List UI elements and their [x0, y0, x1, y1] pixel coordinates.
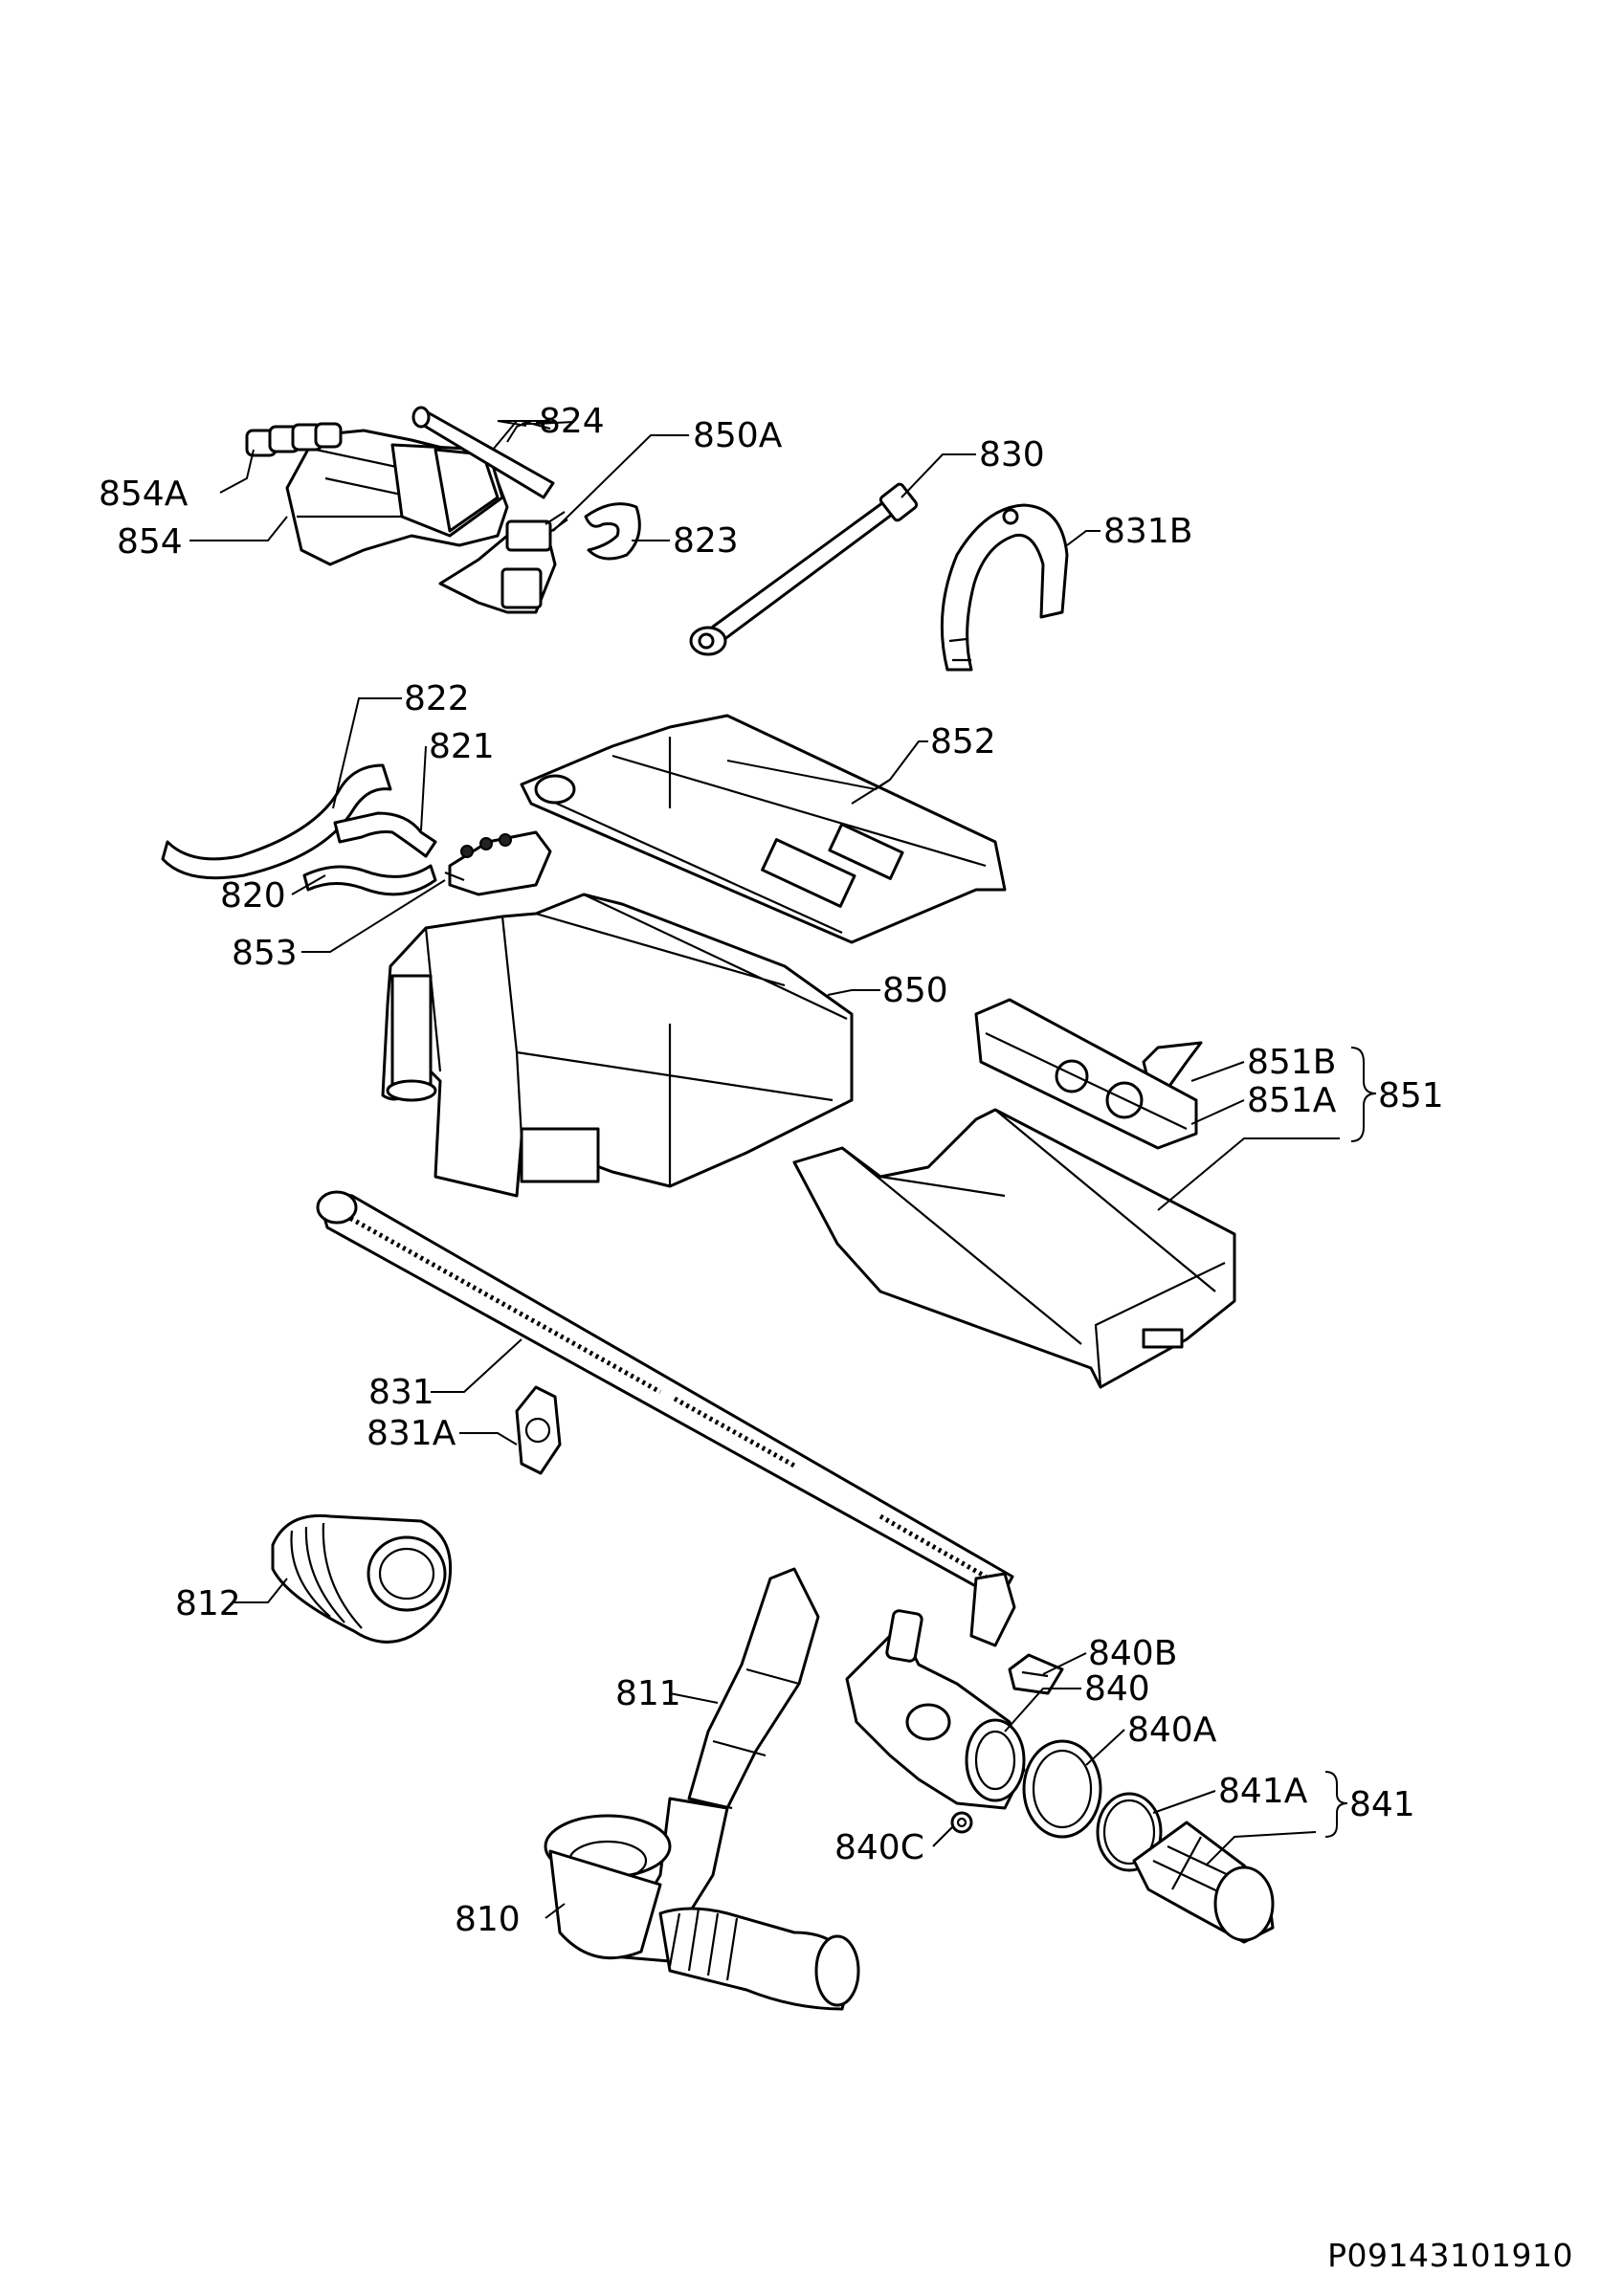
part-850A-valve: [438, 511, 568, 614]
label-810: 810: [455, 1900, 521, 1939]
part-812-bellows: [271, 1513, 453, 1644]
leader-lines: [189, 420, 1340, 1919]
label-851: 851: [1378, 1076, 1444, 1115]
part-854-manifold: [285, 429, 509, 566]
part-labels: 824 850A 854A 854 823 830 831B 822 821 8…: [99, 402, 1444, 1939]
part-824-rod: [411, 406, 555, 499]
part-840B-gasket: [1008, 1653, 1064, 1695]
part-850-housing: [381, 893, 854, 1198]
label-824: 824: [539, 402, 605, 441]
part-823-hose: [584, 502, 641, 561]
label-852: 852: [930, 722, 996, 762]
label-830: 830: [979, 435, 1045, 475]
part-840-pump: [845, 1609, 1026, 1810]
label-850A: 850A: [693, 416, 783, 455]
part-820-hose: [302, 864, 437, 896]
label-840B: 840B: [1088, 1634, 1177, 1673]
part-831B-hose-guide: [940, 503, 1069, 672]
label-840A: 840A: [1127, 1711, 1217, 1750]
part-831A-clip: [515, 1385, 562, 1475]
part-853-valve-block: [444, 830, 552, 896]
label-822: 822: [404, 679, 470, 718]
part-851A-drawer-top: [974, 998, 1198, 1150]
label-840: 840: [1084, 1669, 1150, 1709]
label-851B: 851B: [1247, 1043, 1336, 1082]
label-854A: 854A: [99, 475, 189, 514]
label-851A: 851A: [1247, 1081, 1337, 1120]
label-850: 850: [882, 971, 948, 1010]
label-854: 854: [117, 522, 183, 562]
part-810-sump: [544, 1797, 860, 2011]
part-821-hose: [333, 811, 437, 858]
label-853: 853: [232, 934, 298, 973]
part-854A-connectors: [245, 422, 343, 457]
brace-851: [1350, 1047, 1377, 1142]
document-id: P09143101910: [1327, 2237, 1573, 2274]
label-823: 823: [673, 521, 739, 561]
label-831B: 831B: [1103, 512, 1192, 551]
part-841-filter: [1132, 1821, 1275, 1944]
part-851-drawer: [792, 1108, 1236, 1389]
part-852-cover: [520, 714, 1007, 944]
label-841: 841: [1349, 1785, 1415, 1824]
part-830-inlet-hose: [689, 482, 919, 656]
brace-841: [1324, 1771, 1348, 1838]
part-831-drain-hose: [316, 1190, 1016, 1647]
label-840C: 840C: [834, 1828, 924, 1867]
label-820: 820: [220, 876, 286, 916]
part-840A-ring: [1022, 1739, 1102, 1839]
part-840C-nut: [950, 1811, 973, 1834]
label-841A: 841A: [1218, 1772, 1308, 1811]
label-831: 831: [368, 1373, 434, 1412]
part-811-tube: [687, 1567, 820, 1810]
label-811: 811: [615, 1674, 681, 1713]
label-812: 812: [175, 1584, 241, 1623]
part-822-hose: [161, 763, 392, 880]
label-831A: 831A: [367, 1414, 456, 1453]
label-821: 821: [429, 727, 495, 766]
